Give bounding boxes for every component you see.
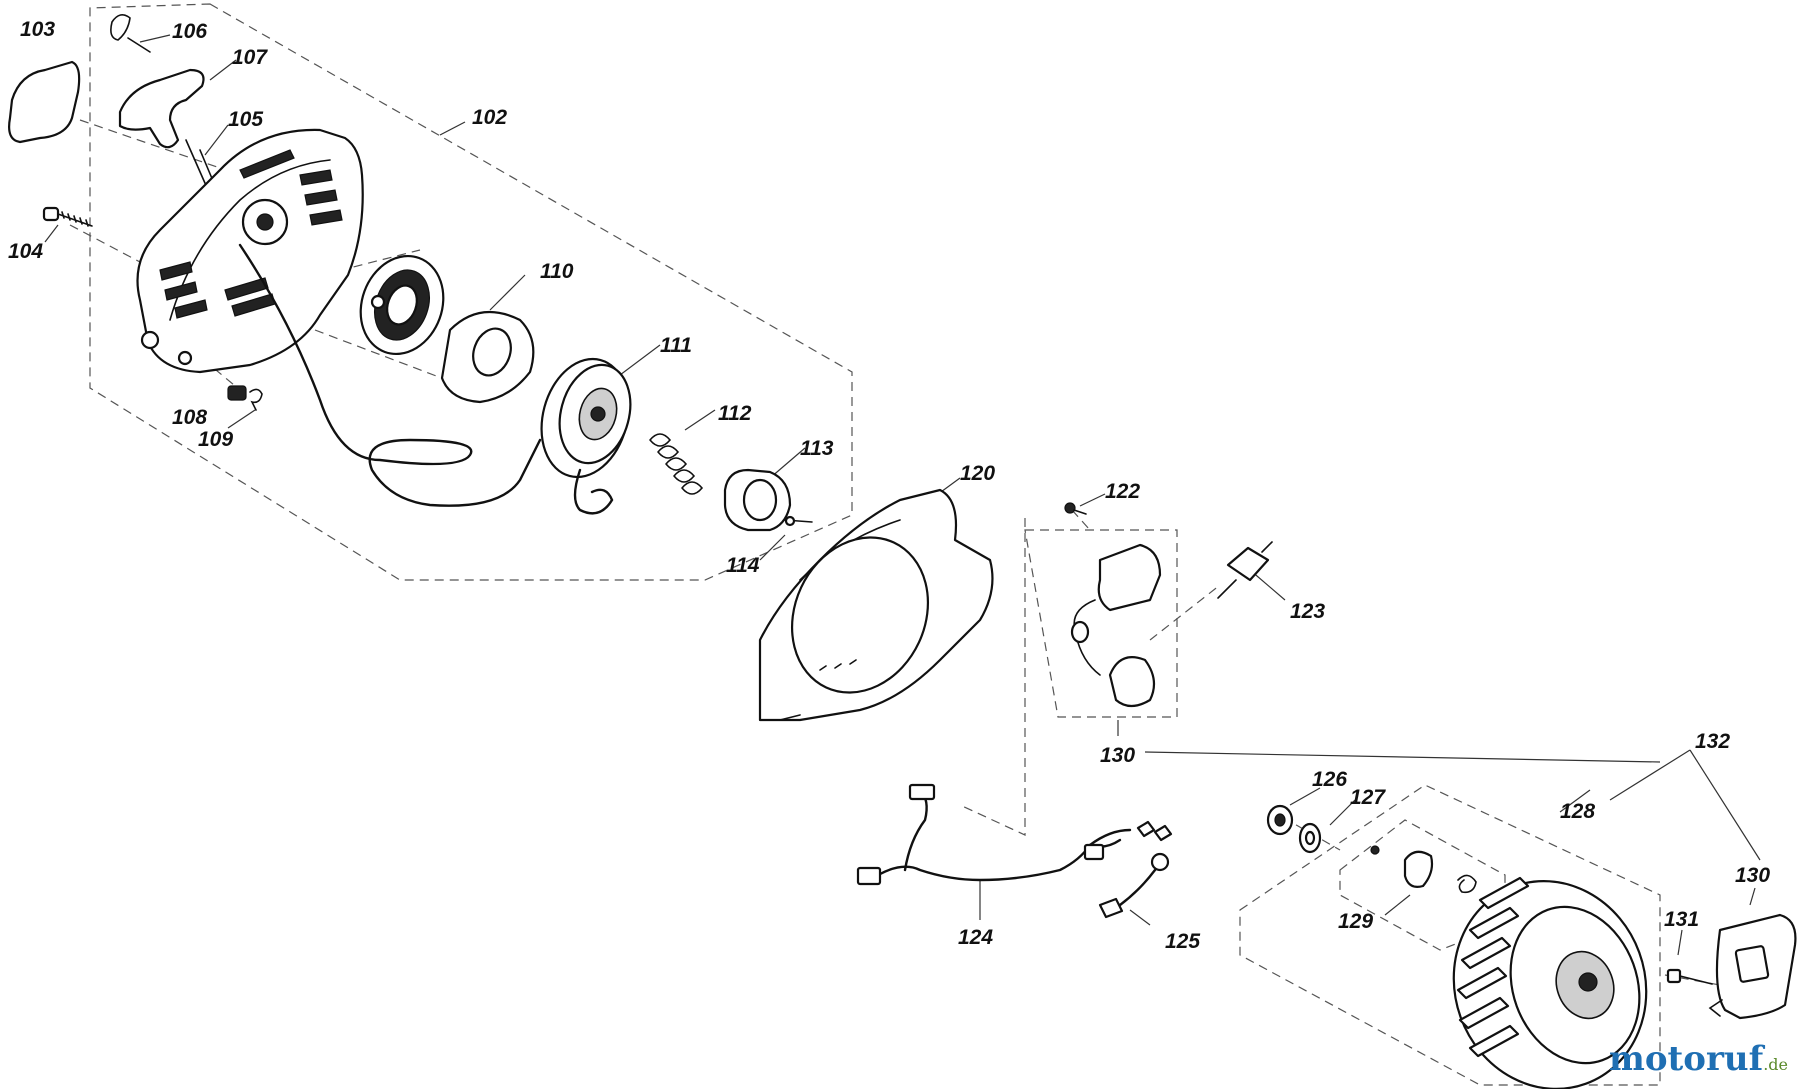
part-label-102: 102 (472, 106, 507, 129)
part-label-111: 111 (660, 334, 692, 357)
flywheel-assembly-outline (1239, 784, 1661, 1086)
part-label-112: 112 (718, 402, 752, 425)
flywheel-fins (1456, 876, 1530, 1058)
part-label-130b: 130 (1735, 864, 1770, 887)
ignition-module-130b (1708, 913, 1797, 1020)
part-label-126: 126 (1312, 768, 1347, 791)
leader-129 (1384, 894, 1411, 916)
part-label-105: 105 (228, 108, 263, 131)
leader-132-b (1689, 749, 1761, 861)
part-label-123: 123 (1290, 600, 1325, 623)
leader-131 (1677, 929, 1683, 956)
leader-107 (209, 59, 237, 81)
leader-114 (759, 534, 786, 561)
guide-line-124 (959, 518, 1026, 836)
watermark-brand: motoruf (1608, 1039, 1764, 1079)
watermark-tld: .de (1763, 1055, 1788, 1074)
wiring-harness-124 (856, 783, 1173, 886)
ground-lead-125 (1098, 852, 1170, 919)
screw-122 (1064, 502, 1087, 515)
ignition-module-box (1024, 529, 1178, 718)
part-label-128: 128 (1560, 800, 1595, 823)
spark-plug-123 (1217, 541, 1273, 599)
clip-109 (249, 388, 263, 411)
guide-line-122 (1071, 509, 1091, 531)
watermark-logo: motoruf.de (1609, 1039, 1788, 1079)
leader-110 (489, 274, 526, 311)
starter-assembly-outline (89, 3, 853, 581)
flywheel-128 (1452, 876, 1648, 1089)
part-label-132: 132 (1695, 730, 1730, 753)
part-label-130a: 130 (1100, 744, 1135, 767)
leader-105 (204, 124, 229, 156)
leader-130b (1749, 887, 1756, 906)
leader-128 (1559, 789, 1591, 813)
part-label-129: 129 (1338, 910, 1373, 933)
part-label-125: 125 (1165, 930, 1200, 953)
leader-106 (139, 34, 171, 43)
part-label-131: 131 (1664, 908, 1699, 931)
starter-housing (136, 128, 364, 374)
part-label-108: 108 (172, 406, 207, 429)
fan-housing-120 (758, 488, 994, 722)
part-label-104: 104 (8, 240, 43, 263)
part-label-114: 114 (726, 554, 760, 577)
nut-126 (1266, 804, 1294, 836)
part-label-113: 113 (800, 437, 834, 460)
decal-plate (8, 60, 81, 144)
spring-112 (649, 433, 704, 495)
leader-127 (1329, 799, 1356, 826)
leader-132-a (1609, 749, 1691, 801)
part-label-110: 110 (540, 260, 574, 283)
part-label-120: 120 (960, 462, 995, 485)
guide-line-126 (1269, 809, 1341, 851)
part-label-107: 107 (232, 46, 268, 69)
leader-113 (769, 447, 806, 479)
leader-109 (227, 409, 256, 429)
leader-130a-to-132 (1144, 751, 1661, 763)
housing-vents (159, 149, 343, 319)
leader-122 (1079, 493, 1106, 507)
guide-line-123 (1149, 584, 1221, 641)
screw-104 (42, 206, 93, 227)
screw-131 (1666, 968, 1713, 985)
rewind-spring-110 (359, 254, 535, 404)
part-label-109: 109 (198, 428, 233, 451)
leader-125 (1129, 909, 1151, 926)
part-label-122: 122 (1105, 480, 1140, 503)
ignition-coil-130a (1070, 543, 1162, 708)
rope-pulley-111 (540, 357, 632, 479)
guide-line-110b (314, 329, 461, 386)
starter-rope (238, 243, 614, 515)
guide-line-108 (179, 339, 241, 391)
leader-126 (1289, 787, 1321, 806)
part-label-127: 127 (1350, 786, 1386, 809)
part-label-103: 103 (20, 18, 55, 41)
leader-102 (439, 121, 466, 136)
part-label-106: 106 (172, 20, 207, 43)
part-labels: 103 106 107 105 102 104 110 111 108 109 … (8, 18, 1770, 953)
guide-line-103 (79, 119, 221, 169)
guide-line-104 (69, 224, 141, 263)
leader-112 (684, 409, 716, 431)
part-label-124: 124 (958, 926, 993, 949)
washer-127 (1298, 822, 1322, 854)
leader-104 (44, 224, 59, 243)
bushing-108 (227, 385, 247, 401)
pawl-carrier-113 (723, 468, 813, 532)
